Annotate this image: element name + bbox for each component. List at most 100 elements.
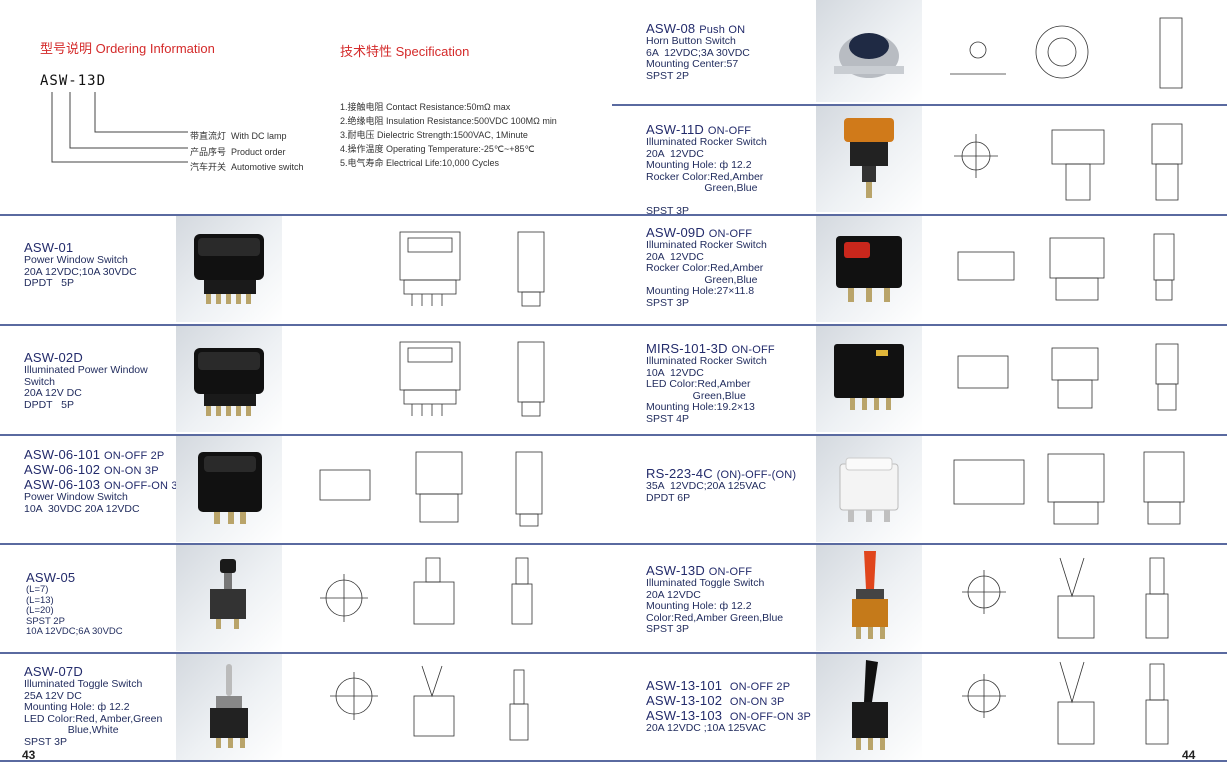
product-photo xyxy=(176,654,282,760)
ordering-model: ASW-13D xyxy=(40,73,107,89)
product-code: ASW-07D xyxy=(24,664,83,679)
product-asw-08: ASW-08 Push ON Horn Button Switch 6A 12V… xyxy=(646,21,750,82)
product-code-row: ASW-06-102 ON-ON 3P xyxy=(24,462,159,477)
product-code-row: ASW-11D ON-OFF xyxy=(646,122,752,137)
push-pull-switch-icon xyxy=(210,559,246,629)
ordering-title: 型号说明 Ordering Information xyxy=(40,38,215,57)
product-photo xyxy=(816,436,922,542)
rocker-switch-icon xyxy=(844,118,894,198)
product-asw-13-series: ASW-13-101 ON-OFF 2P ASW-13-102 ON-ON 3P… xyxy=(646,678,811,735)
spec-title-cn: 技术特性 xyxy=(340,44,393,59)
product-photo xyxy=(816,545,922,651)
toggle-switch-icon xyxy=(852,660,888,750)
horn-button-icon xyxy=(834,33,904,78)
row-divider xyxy=(612,434,1227,436)
row-divider xyxy=(612,214,1227,216)
row-divider xyxy=(0,434,612,436)
ordering-line-3: 汽车开关 Automotive switch xyxy=(190,162,304,172)
ordering-legend: 带直流灯 With DC lamp 产品序号 Product order 汽车开… xyxy=(190,129,304,176)
product-desc: (L=7) (L=13) (L=20) SPST 2P 10A 12VDC;6A… xyxy=(26,584,123,637)
product-desc: Illuminated Power Window Switch 20A 12V … xyxy=(24,364,148,411)
product-desc: 20A 12VDC ;10A 125VAC xyxy=(646,722,767,734)
product-code-row: ASW-13-101 ON-OFF 2P xyxy=(646,678,791,693)
spec-title-en: Specification xyxy=(395,44,470,59)
product-photo xyxy=(176,216,282,322)
product-desc: Power Window Switch 20A 12VDC;10A 30VDC … xyxy=(24,254,137,289)
tech-drawing xyxy=(950,17,1183,89)
product-mirs-101-3d: MIRS-101-3D ON-OFF Illuminated Rocker Sw… xyxy=(646,341,775,425)
product-code-row: ASW-13-103 ON-OFF-ON 3P xyxy=(646,708,812,723)
row-divider xyxy=(0,760,612,762)
product-photo xyxy=(816,654,922,760)
tech-drawing xyxy=(330,665,529,741)
tech-drawing xyxy=(962,661,1169,745)
row-divider xyxy=(0,214,612,216)
page-number-left: 43 xyxy=(22,748,36,762)
product-code-row: ASW-06-103 ON-OFF-ON 3P xyxy=(24,477,186,492)
product-desc: Illuminated Toggle Switch 25A 12V DC Mou… xyxy=(24,678,163,748)
toggle-switch-icon xyxy=(852,551,888,639)
spec-item: 5.电气寿命 Electrical Life:10,000 Cycles xyxy=(340,158,500,168)
product-code: ASW-01 xyxy=(24,240,74,255)
tech-drawing xyxy=(954,123,1183,201)
row-divider xyxy=(612,543,1227,545)
ordering-line-2: 产品序号 Product order xyxy=(190,146,286,157)
tech-drawing xyxy=(957,233,1175,301)
product-asw-02d: ASW-02D Illuminated Power Window Switch … xyxy=(24,350,148,411)
product-asw-13d: ASW-13D ON-OFF Illuminated Toggle Switch… xyxy=(646,563,783,636)
ordering-title-en: Ordering Information xyxy=(95,41,215,56)
product-desc: Horn Button Switch 6A 12VDC;3A 30VDC Mou… xyxy=(646,35,750,82)
product-code-row: ASW-13-102 ON-ON 3P xyxy=(646,693,785,708)
product-desc: Illuminated Toggle Switch 20A 12VDC Moun… xyxy=(646,577,784,635)
row-divider xyxy=(0,324,612,326)
row-divider xyxy=(0,652,612,654)
tech-drawing xyxy=(399,231,545,307)
product-asw-09d: ASW-09D ON-OFF Illuminated Rocker Switch… xyxy=(646,225,767,309)
row-divider xyxy=(612,760,1227,762)
product-asw-01: ASW-01 Power Window Switch 20A 12VDC;10A… xyxy=(24,240,137,290)
product-code-row: ASW-09D ON-OFF xyxy=(646,225,753,240)
product-desc: Illuminated Rocker Switch 20A 12VDC Rock… xyxy=(646,239,767,309)
spec-item: 1.接触电阻 Contact Resistance:50mΩ max xyxy=(340,102,511,112)
product-rs-223-4c: RS-223-4C (ON)-OFF-(ON) 35A 12VDC;20A 12… xyxy=(646,466,796,504)
product-code-row: ASW-08 Push ON xyxy=(646,21,746,36)
spec-title: 技术特性 Specification xyxy=(340,41,469,60)
product-code-row: MIRS-101-3D ON-OFF xyxy=(646,341,775,356)
tech-drawing xyxy=(953,451,1185,525)
spec-item: 3.耐电压 Dielectric Strength:1500VAC, 1Minu… xyxy=(340,130,528,140)
row-divider xyxy=(612,324,1227,326)
ordering-diagram-lines xyxy=(51,92,188,163)
toggle-switch-icon xyxy=(210,664,248,748)
product-photo xyxy=(816,216,922,322)
product-photo xyxy=(816,106,922,212)
tech-drawing xyxy=(399,341,545,417)
product-asw-07d: ASW-07D Illuminated Toggle Switch 25A 12… xyxy=(24,664,162,748)
product-photo xyxy=(176,436,282,542)
spec-list: 1.接触电阻 Contact Resistance:50mΩ max 2.绝缘电… xyxy=(340,100,557,170)
rocker-switch-icon xyxy=(198,452,262,524)
row-divider xyxy=(0,543,612,545)
product-photo xyxy=(176,326,282,432)
row-divider xyxy=(612,104,1227,106)
product-code-row: RS-223-4C (ON)-OFF-(ON) xyxy=(646,466,797,481)
rocker-switch-icon xyxy=(194,234,264,304)
product-photo xyxy=(816,326,922,432)
rocker-switch-icon xyxy=(834,344,904,410)
tech-drawing xyxy=(962,557,1169,639)
product-code: ASW-02D xyxy=(24,350,83,365)
product-desc: Illuminated Rocker Switch 20A 12VDC Moun… xyxy=(646,136,767,217)
ordering-title-cn: 型号说明 xyxy=(40,41,93,56)
product-desc: Illuminated Rocker Switch 10A 12VDC LED … xyxy=(646,355,767,425)
product-asw-11d: ASW-11D ON-OFF Illuminated Rocker Switch… xyxy=(646,122,767,218)
tech-drawing xyxy=(319,451,543,527)
product-code: ASW-05 xyxy=(26,570,76,585)
product-code-row: ASW-06-101 ON-OFF 2P xyxy=(24,447,165,462)
spec-item: 2.绝缘电阻 Insulation Resistance:500VDC 100M… xyxy=(340,116,557,126)
product-asw-05: ASW-05 (L=7) (L=13) (L=20) SPST 2P 10A 1… xyxy=(26,570,123,638)
rocker-switch-icon xyxy=(194,348,264,416)
product-asw-06: ASW-06-101 ON-OFF 2P ASW-06-102 ON-ON 3P… xyxy=(24,447,185,515)
page-number-right: 44 xyxy=(1182,748,1196,762)
ordering-line-1: 带直流灯 With DC lamp xyxy=(190,131,287,141)
product-photo xyxy=(176,545,282,651)
row-divider xyxy=(612,652,1227,654)
